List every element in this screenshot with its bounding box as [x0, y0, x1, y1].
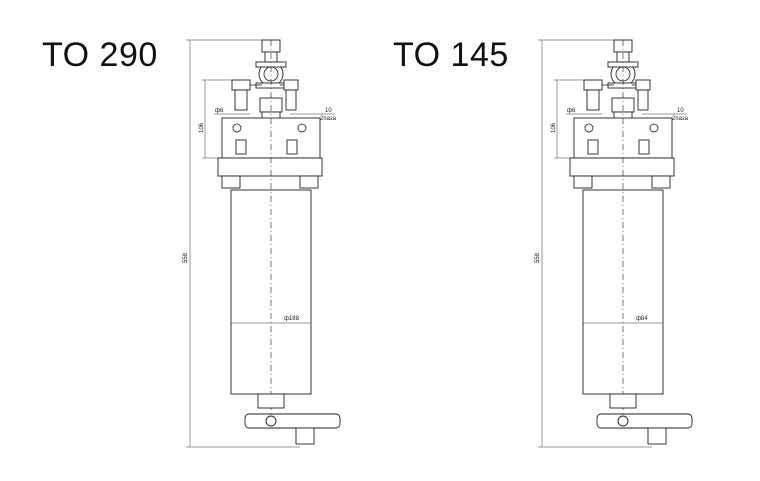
flange-nut-right [651, 175, 671, 189]
right-fitting-nut [635, 79, 651, 91]
flange [217, 157, 323, 177]
body-diameter-label: ф188 [284, 316, 300, 322]
left-fitting-nut [231, 79, 251, 91]
drain-housing [609, 393, 637, 409]
drain-valve [265, 415, 277, 427]
top-height-label: 106 [199, 122, 205, 133]
bracket-bolt-left [235, 139, 247, 155]
slot-count-label: 2паза [320, 116, 337, 122]
height-label: 558 [535, 252, 541, 263]
drain-outlet [295, 427, 315, 445]
drain-housing [257, 393, 285, 409]
top-height-label: 106 [551, 122, 557, 133]
drawing-to145: 558 106 ф6 10 2паза ф8 [535, 39, 693, 448]
flange-nut-left [221, 175, 241, 189]
height-label: 558 [183, 252, 189, 263]
bracket-bolt-right [286, 139, 298, 155]
drawing-title-to290: TO 290 [42, 36, 158, 74]
pipe-diameter-label: ф6 [215, 108, 224, 114]
drain-valve [617, 415, 629, 427]
drain-handle [596, 413, 693, 429]
flange [569, 157, 675, 177]
slot-count-label: 2паза [672, 116, 689, 122]
bracket-bolt-left [587, 139, 599, 155]
drain-handle [244, 413, 341, 429]
bracket-hole-right [649, 123, 659, 133]
drain-outlet [647, 427, 667, 445]
pipe-diameter-label: ф6 [567, 108, 576, 114]
left-fitting-nut [583, 79, 603, 91]
bracket-hole-left [584, 123, 594, 133]
flange-nut-left [573, 175, 593, 189]
bracket-hole-right [297, 123, 307, 133]
left-fitting-body [586, 89, 600, 111]
right-fitting-nut [283, 79, 299, 91]
slot-dimension-label: 10 [325, 108, 332, 114]
right-fitting-body [285, 89, 297, 111]
drawing-title-to145: TO 145 [393, 36, 509, 74]
bracket-hole-left [232, 123, 242, 133]
drawing-to290: 558 106 ф6 10 2паза ф8 [183, 39, 341, 448]
left-fitting-body [234, 89, 248, 111]
right-fitting-body [637, 89, 649, 111]
bracket-bolt-right [638, 139, 650, 155]
body-diameter-label: ф84 [636, 316, 648, 322]
flange-nut-right [299, 175, 319, 189]
slot-dimension-label: 10 [677, 108, 684, 114]
